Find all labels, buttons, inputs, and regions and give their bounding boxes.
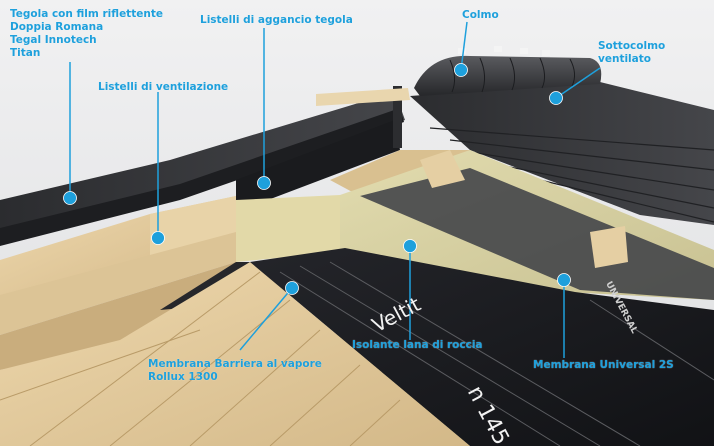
dot-listelli-ventilazione <box>151 231 165 245</box>
vapor-barrier-membrane <box>250 248 714 446</box>
right-batten <box>590 226 628 268</box>
right-tile-surface <box>410 82 714 225</box>
dot-listelli-aggancio <box>257 176 271 190</box>
label-colmo: Colmo <box>462 9 499 21</box>
dot-sottocolmo <box>549 91 563 105</box>
label-membrana-barriera: Membrana Barriera al vapore Rollux 1300 <box>148 358 322 383</box>
label-membrana-universal: Membrana Universal 2S <box>533 359 674 371</box>
dot-tegola <box>63 191 77 205</box>
dot-colmo <box>454 63 468 77</box>
membrane-print-lines <box>279 261 714 446</box>
left-tile-edge <box>0 108 404 246</box>
wood-decking <box>0 262 470 446</box>
decking-planks <box>0 271 401 446</box>
right-tile-rows <box>429 127 714 223</box>
dot-barriera <box>285 281 299 295</box>
rock-wool-insulation-front <box>236 195 340 262</box>
ridge-batten <box>316 88 410 106</box>
dot-isolante <box>403 239 417 253</box>
universal-membrane-top <box>360 168 714 300</box>
ridge-clips <box>458 46 550 56</box>
left-rafter <box>0 232 236 335</box>
callout-dots <box>63 63 571 295</box>
label-tegola: Tegola con film riflettente Doppia Roman… <box>10 8 163 59</box>
ridge-post <box>393 86 402 148</box>
dot-universal <box>557 273 571 287</box>
label-sottocolmo: Sottocolmo ventilato <box>598 40 666 65</box>
label-listelli-aggancio: Listelli di aggancio tegola <box>200 14 353 26</box>
label-listelli-ventilazione: Listelli di ventilazione <box>98 81 229 93</box>
ridge-batten-small <box>420 150 465 188</box>
left-ventilation-gap <box>236 120 400 212</box>
label-isolante: Isolante lana di roccia <box>352 339 483 351</box>
callout-lines <box>69 21 601 358</box>
ridge-cap-segments <box>449 57 576 93</box>
